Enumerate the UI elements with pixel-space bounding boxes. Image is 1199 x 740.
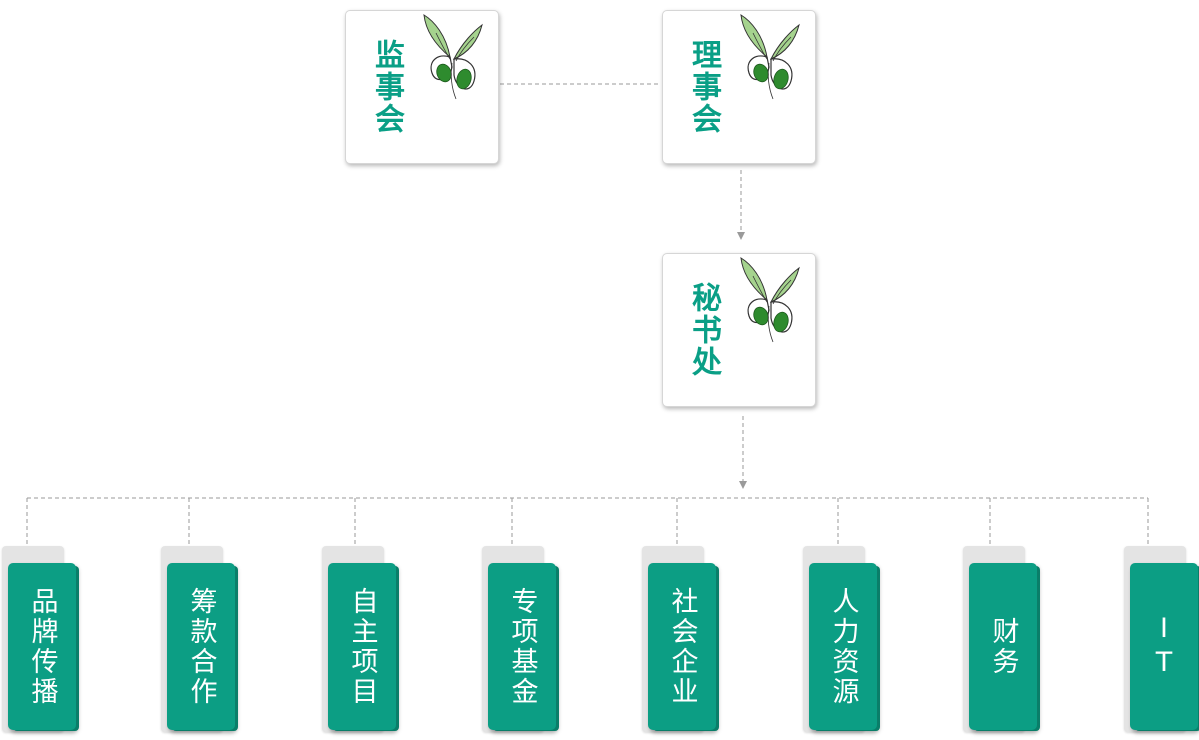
- department-label: 筹款合作: [167, 563, 235, 730]
- department-it: IT: [1124, 546, 1199, 732]
- department-label: 社会企业: [648, 563, 716, 730]
- department-label: 财务: [969, 563, 1037, 730]
- node-label: 监事会: [356, 21, 416, 153]
- butterfly-logo-icon: [733, 13, 805, 101]
- department-brand: 品牌传播: [2, 546, 80, 732]
- node-secretariat: 秘书处: [662, 253, 816, 407]
- department-label: 人力资源: [809, 563, 877, 730]
- department-social-enterprise: 社会企业: [642, 546, 720, 732]
- department-special-funds: 专项基金: [482, 546, 560, 732]
- department-label: 自主项目: [328, 563, 396, 730]
- butterfly-logo-icon: [733, 256, 805, 344]
- department-label: IT: [1130, 563, 1198, 730]
- node-board: 理事会: [662, 10, 816, 164]
- node-supervisors: 监事会: [345, 10, 499, 164]
- department-own-projects: 自主项目: [322, 546, 400, 732]
- department-label: 专项基金: [488, 563, 556, 730]
- department-label: 品牌传播: [8, 563, 76, 730]
- department-fundraising: 筹款合作: [161, 546, 239, 732]
- department-finance: 财务: [963, 546, 1041, 732]
- node-label: 理事会: [673, 21, 733, 153]
- department-human-resources: 人力资源: [803, 546, 881, 732]
- butterfly-logo-icon: [416, 13, 488, 101]
- node-label: 秘书处: [673, 264, 733, 396]
